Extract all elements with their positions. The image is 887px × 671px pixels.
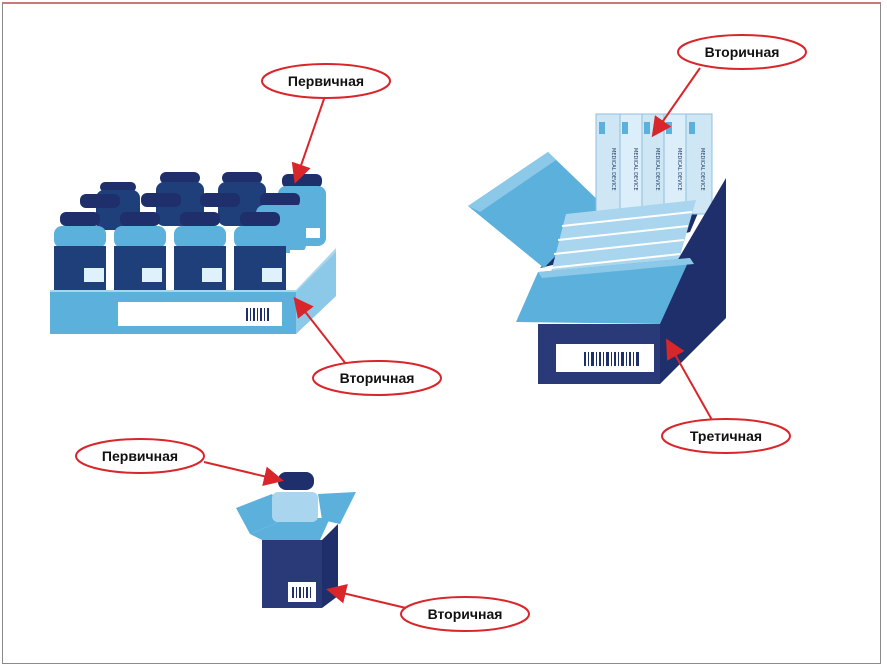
arrow-to-single-bottle	[203, 461, 284, 487]
carton-label: MEDICAL DEVICE	[676, 148, 682, 191]
arrow-to-box	[666, 338, 713, 421]
callout-tertiary: Третичная	[661, 418, 791, 454]
label-tertiary: Третичная	[690, 428, 762, 444]
arrow-to-single-box	[326, 583, 407, 609]
arrow-to-bottle	[291, 95, 326, 184]
arrow-to-tray	[293, 296, 347, 365]
callout-secondary-tray: Вторичная	[312, 360, 442, 396]
carton-stack: MEDICAL DEVICE MEDICAL DEVICE MEDICAL DE…	[595, 113, 713, 215]
carton-label: MEDICAL DEVICE	[699, 148, 705, 191]
bottle-front-row	[54, 212, 286, 290]
callout-primary-top: Первичная	[261, 63, 391, 99]
label-secondary: Вторичная	[428, 606, 503, 622]
barcode-icon	[246, 308, 269, 321]
callout-arrows	[203, 67, 713, 609]
label-secondary: Вторичная	[705, 44, 780, 60]
label-primary: Первичная	[288, 73, 364, 89]
barcode-icon	[292, 587, 311, 598]
carton-label: MEDICAL DEVICE	[632, 148, 638, 191]
arrow-to-carton	[651, 67, 701, 138]
callout-secondary-box: Вторичная	[677, 34, 807, 70]
barcode-icon	[584, 352, 639, 366]
carton-label: MEDICAL DEVICE	[610, 148, 616, 191]
single-box-illustration	[236, 472, 356, 608]
callout-secondary-single: Вторичная	[400, 596, 530, 632]
callout-primary-single: Первичная	[75, 438, 205, 474]
label-primary: Первичная	[102, 448, 178, 464]
image-frame	[2, 2, 881, 664]
shipping-box-illustration: MEDICAL DEVICE MEDICAL DEVICE MEDICAL DE…	[468, 113, 726, 384]
carton-label: MEDICAL DEVICE	[654, 148, 660, 191]
bottle-tray-illustration	[50, 172, 336, 334]
label-secondary: Вторичная	[340, 370, 415, 386]
